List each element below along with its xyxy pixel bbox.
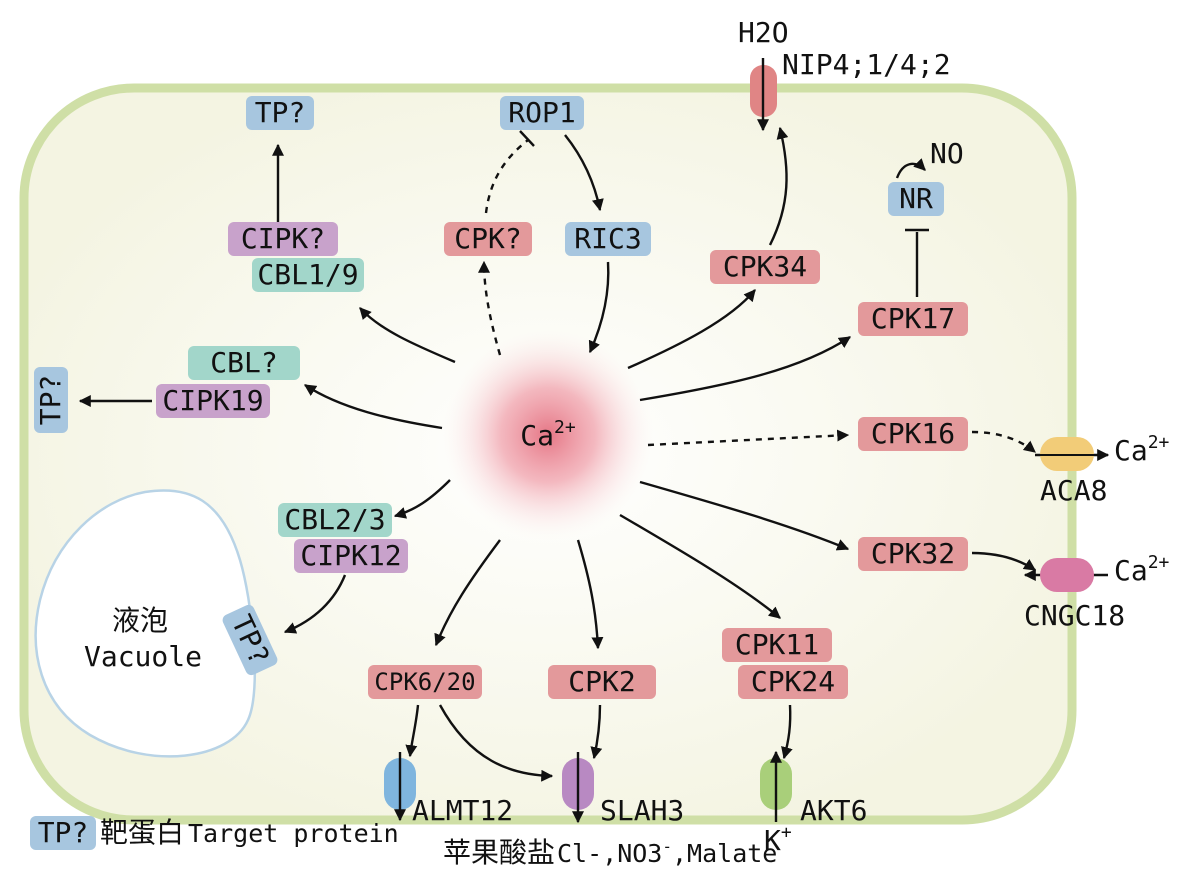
node-ric3: RIC3 [565,222,651,256]
svg-text:CPK32: CPK32 [871,537,955,570]
arrow-ca-to-cpk16 [647,429,850,447]
arrow-cpk16-to-aca8 [971,430,1036,453]
svg-text:CIPK?: CIPK? [241,222,325,255]
node-cpk-q: CPK? [444,222,532,256]
svg-text:CPK2: CPK2 [568,665,635,698]
vacuole-en-label: Vacuole [84,640,202,673]
vacuole-cn-label: 液泡 [112,604,168,637]
arrow-ca-to-cipk19 [303,383,443,430]
svg-text:CBL1/9: CBL1/9 [257,258,358,291]
node-cpk32: CPK32 [858,537,968,571]
node-cbl19: CBL1/9 [252,258,364,292]
node-tp-top: TP? [246,96,314,130]
label-anions: Cl-,NO3-,Malate [557,837,777,868]
calcium-label: Ca2+ [520,417,576,452]
arrow-nr-to-no [895,158,926,179]
label-malate-cn: 苹果酸盐 [443,836,555,869]
svg-text:CIPK12: CIPK12 [300,539,401,572]
cngc18-channel [1040,558,1094,592]
svg-text:CPK6/20: CPK6/20 [374,668,475,696]
label-aca8: ACA8 [1040,474,1107,507]
arrow-ca-to-cpk34 [627,289,756,370]
node-cpk620: CPK6/20 [368,665,482,699]
svg-text:RIC3: RIC3 [574,222,641,255]
label-nip: NIP4;1/4;2 [782,48,951,81]
svg-text:TP?: TP? [255,96,306,129]
arrow-cpk24-to-akt6 [781,704,793,760]
aca8-channel [1040,437,1094,471]
arrow-rop1-to-ric3 [564,134,604,212]
node-cpk24: CPK24 [738,665,848,699]
arrow-cpk620-to-almt12 [405,704,420,758]
arrow-cipk12-to-tp [283,574,347,634]
node-tp-left: TP? [34,367,68,433]
svg-text:CIPK19: CIPK19 [162,384,263,417]
inhibit-bar-rop1 [519,130,535,147]
arrow-ca-to-cpk17 [639,335,852,402]
svg-text:CBL2/3: CBL2/3 [284,503,385,536]
label-aca8-ion: Ca2+ [1114,432,1170,467]
legend-cn: 靶蛋白 [100,816,184,849]
arrow-cpk32-to-cngc18 [971,551,1036,571]
node-cpk11: CPK11 [722,628,832,662]
svg-text:CPK24: CPK24 [751,665,835,698]
svg-text:CPK11: CPK11 [735,628,819,661]
arrow-ca-to-cbl23 [393,479,451,519]
svg-text:CBL?: CBL? [210,346,277,379]
svg-text:ROP1: ROP1 [508,96,575,129]
almt12-channel [384,752,416,822]
nip-channel [750,58,777,132]
arrow-ric3-to-ca [588,261,610,354]
node-nr: NR [888,182,944,216]
node-cpk17: CPK17 [858,302,968,336]
label-k-ion: K+ [764,822,792,857]
akt6-channel [760,750,792,822]
legend-swatch [30,816,96,850]
node-rop1: ROP1 [500,96,584,130]
slah3-channel [562,752,594,824]
arrow-ca-to-cbl19 [359,307,456,364]
node-cbl-q: CBL? [188,346,300,380]
legend-swatch-label: TP? [38,816,89,849]
arrow-cpk2-to-slah3 [590,704,603,760]
node-cipk12: CIPK12 [294,539,408,573]
label-cngc18: CNGC18 [1024,599,1125,632]
arrow-cpk620-to-slah3 [438,704,554,782]
node-cipk-q: CIPK? [228,222,338,256]
node-cpk2: CPK2 [548,665,656,699]
svg-text:CPK17: CPK17 [871,302,955,335]
vacuole [34,489,257,758]
calcium-glow [443,330,653,540]
svg-text:CPK34: CPK34 [723,250,807,283]
node-cbl23: CBL2/3 [278,503,392,537]
label-cngc18-ion: Ca2+ [1114,552,1170,587]
legend: TP? 靶蛋白 Target protein [30,816,399,850]
node-cpk16: CPK16 [858,417,968,451]
svg-text:CPK?: CPK? [454,222,521,255]
svg-text:CPK16: CPK16 [871,417,955,450]
arrow-cpk34-to-nip [768,126,789,246]
arrow-ca-to-cpk32 [639,480,850,551]
label-akt6: AKT6 [800,794,867,827]
arrow-ca-to-cpk11 [619,513,781,619]
label-h2o: H2O [738,16,789,49]
arrow-ca-to-cpkq [478,260,502,356]
legend-en: Target protein [188,819,399,848]
node-no: NO [930,137,964,170]
arrow-ca-to-cpk2 [576,539,604,650]
svg-text:NR: NR [899,182,933,215]
node-cpk34: CPK34 [710,250,820,284]
label-almt12: ALMT12 [412,794,513,827]
node-cipk19: CIPK19 [156,384,270,418]
label-slah3: SLAH3 [600,794,684,827]
svg-text:TP?: TP? [34,375,67,426]
arrow-ca-to-cpk620 [434,539,501,647]
